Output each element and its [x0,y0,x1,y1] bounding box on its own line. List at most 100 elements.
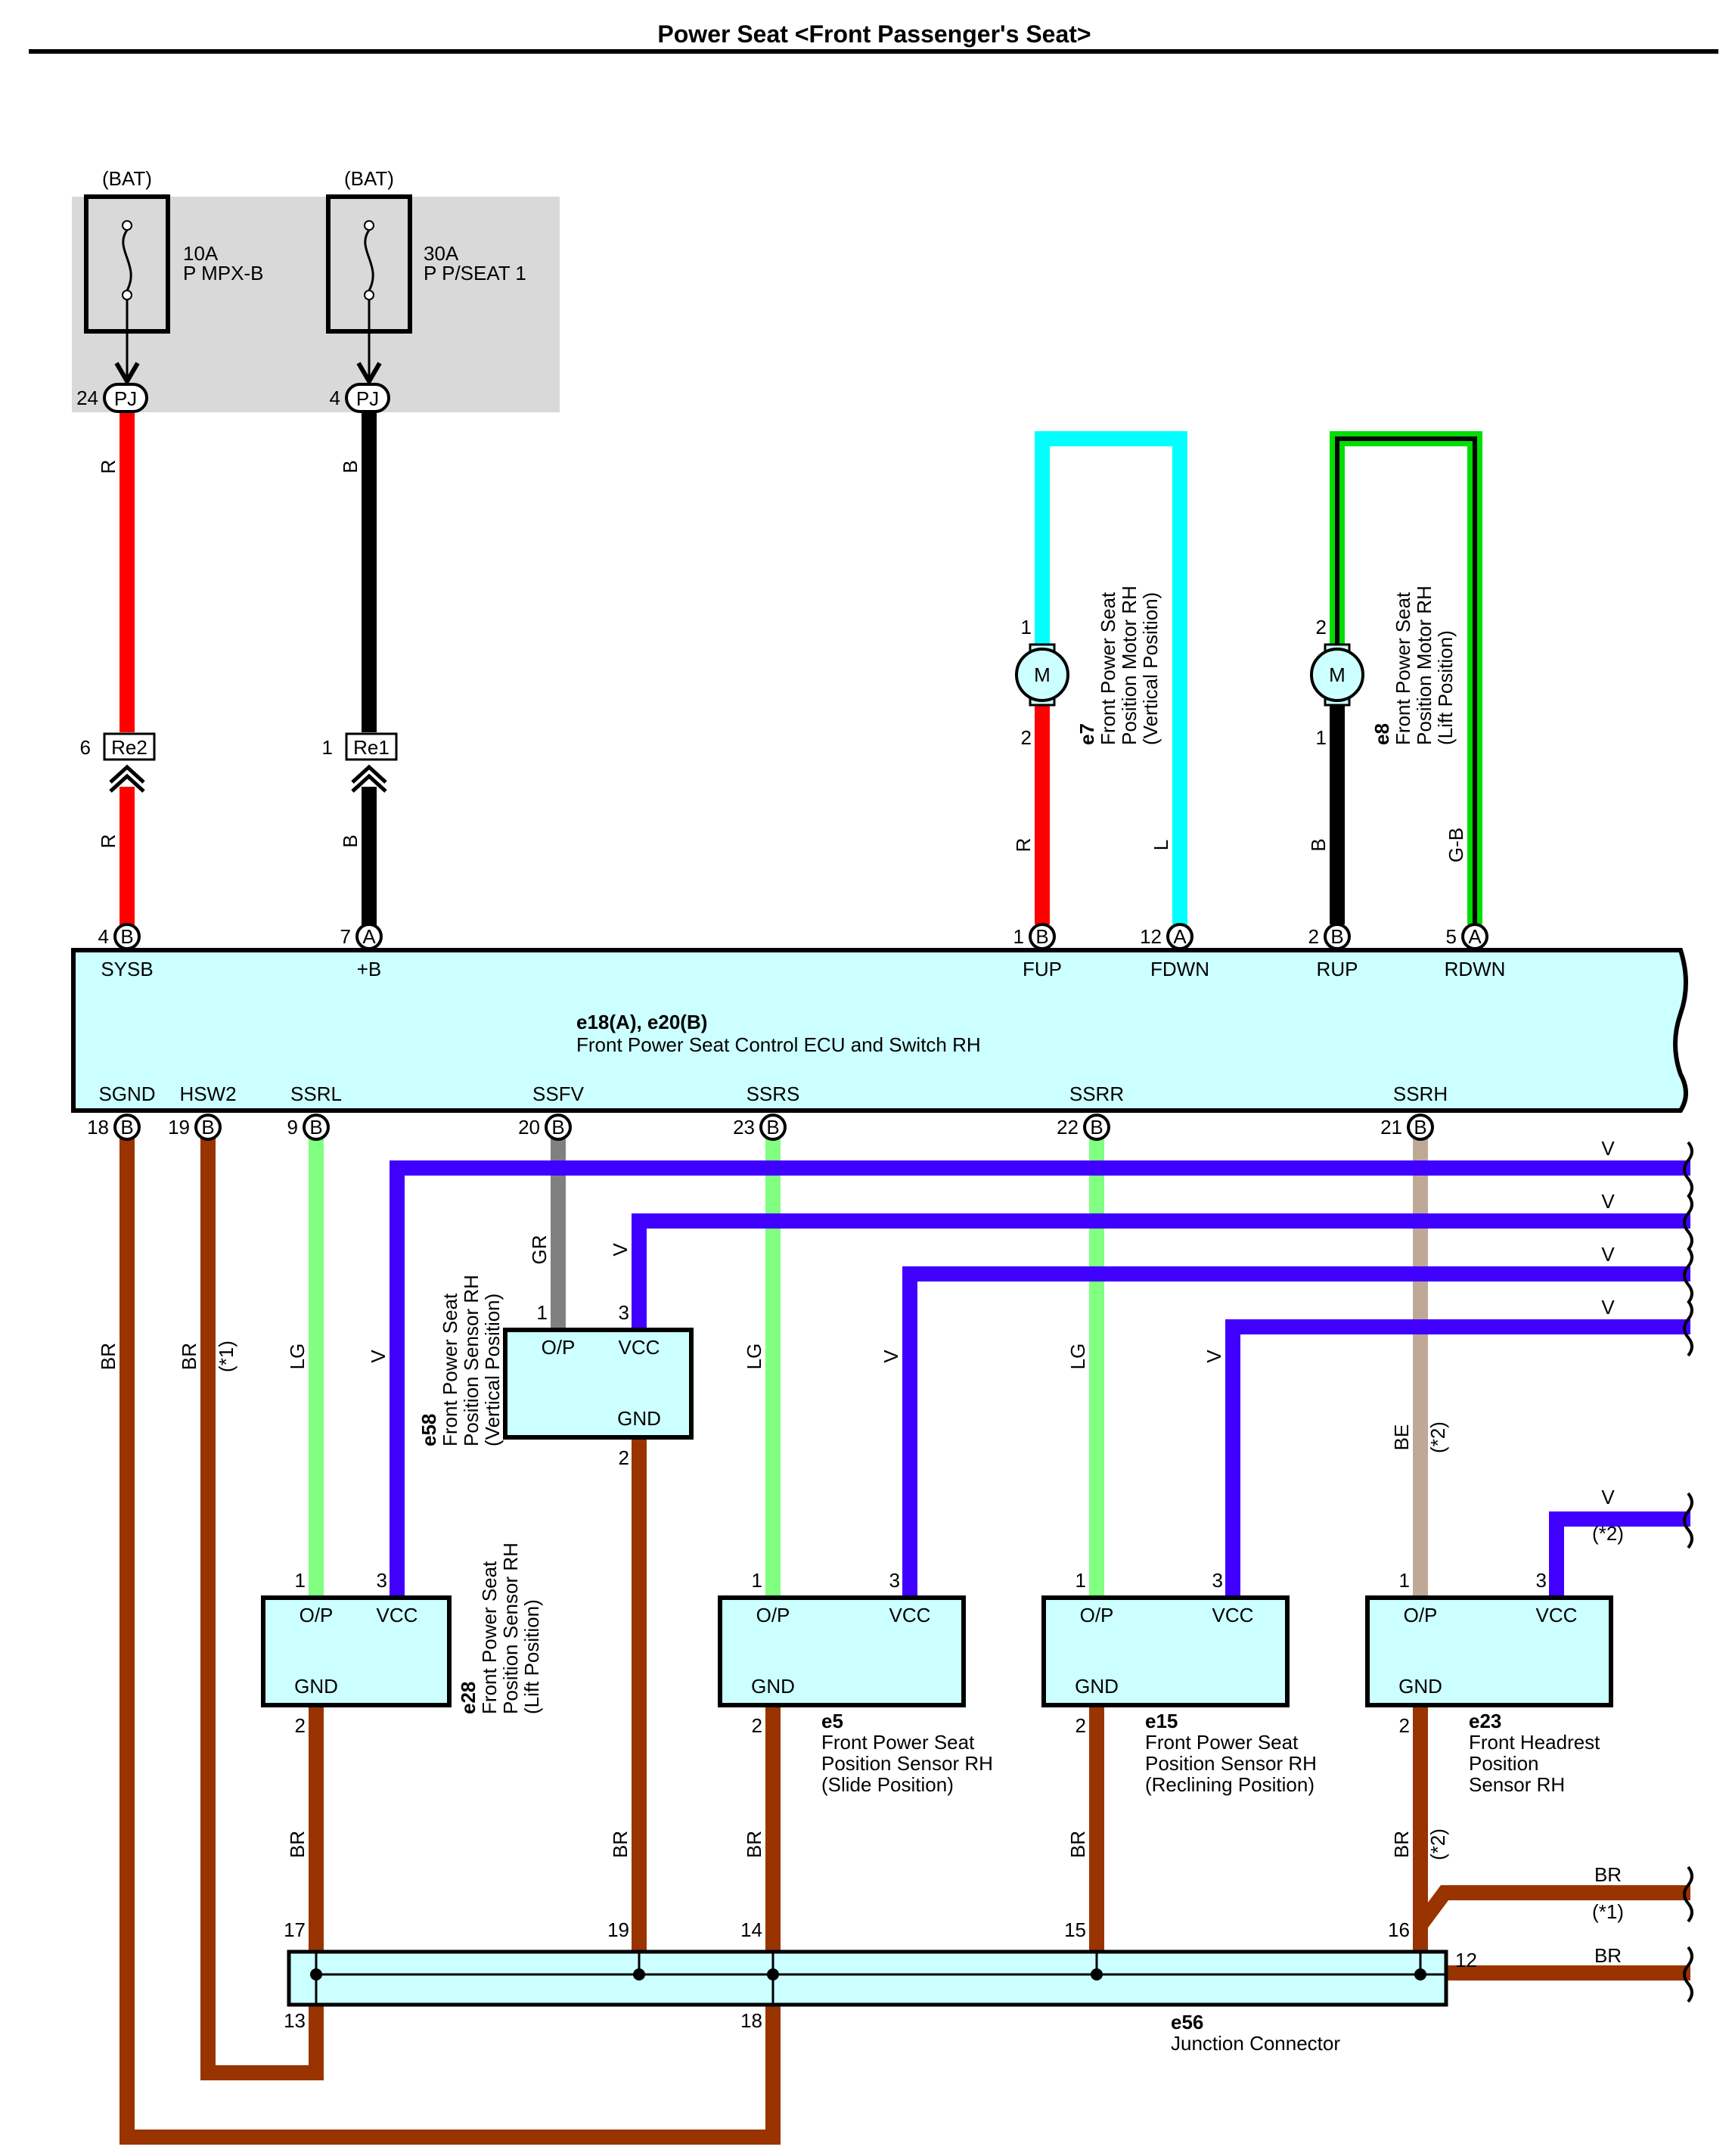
wire-label-br: BR [1390,1831,1413,1858]
sensor-e23-pin-gnd: 2 [1399,1714,1410,1737]
pin-number: 21 [1380,1116,1402,1139]
fuse-1-element [122,229,132,291]
motor-e7-name-2: Position Motor RH [1118,586,1141,745]
sensor-e58-name-3: (Vertical Position) [481,1294,504,1446]
pin-conn: B [120,925,133,948]
sensor-e58-id: e58 [417,1414,440,1446]
wire-label-star1: (*1) [215,1341,237,1372]
sensor-e5-name-1: Front Power Seat [821,1731,975,1754]
pin-number: 12 [1140,925,1162,948]
ecu-box [71,948,1688,1113]
fuse-1-pin: 24 [76,387,98,409]
motor-e7-pin-top: 1 [1021,616,1032,638]
junction-e56-pin: 13 [284,2009,306,2032]
pin-conn: B [551,1116,564,1139]
sensor-e15-name-1: Front Power Seat [1145,1731,1299,1754]
sensor-e23-pin-op: 1 [1399,1569,1410,1592]
wire-label-star2-right: (*2) [1592,1522,1624,1545]
ecu-label-ssrs: SSRS [746,1083,800,1105]
junction-re1-pin: 1 [322,736,333,759]
junction-e56-pin: 14 [740,1918,762,1941]
junction-e56-pin: 17 [284,1918,306,1941]
wire-label-v: V [609,1243,632,1257]
sensor-e28-gnd: GND [294,1675,338,1698]
pin-circle [194,1114,222,1141]
wire-label-v-right: V [1601,1190,1615,1213]
pin-circle [1166,923,1193,950]
fuse-2-terminal-top [364,220,374,231]
pin-number: 1 [1013,925,1024,948]
sensor-e5-id: e5 [821,1710,843,1732]
sensor-e15-op: O/P [1080,1604,1114,1626]
motor-e8-name-2: Position Motor RH [1413,586,1436,745]
ecu-e18-e20: e18(A), e20(B) Front Power Seat Control … [71,948,1688,1113]
ecu-label-hsw2: HSW2 [179,1083,236,1105]
sensor-e23-name-3: Sensor RH [1469,1773,1565,1796]
pin-number: 23 [733,1116,755,1139]
sensor-e23-vcc: VCC [1536,1604,1578,1626]
sensor-e23-pin-vcc: 3 [1536,1569,1547,1592]
sensor-e23-name-2: Position [1469,1752,1539,1775]
junction-re2-pin: 6 [80,736,91,759]
junction-re2-label: Re2 [111,736,147,759]
motor-e7-body [1015,648,1069,702]
ecu-label-fup: FUP [1023,958,1062,980]
sensor-e5-gnd: GND [751,1675,795,1698]
sensor-e28-pin-op: 1 [295,1569,306,1592]
sensor-e23-box [1365,1595,1613,1707]
ecu-label-ssrh: SSRH [1393,1083,1448,1105]
wire-v-5 [1549,1511,1690,1598]
motor-e8: M 2 1 e8 Front Power Seat Position Motor… [1310,586,1457,749]
ecu-bottom-pins: B 18 B 19 B 9 B 20 B 23 B 22 B 21 [87,1114,1434,1141]
ecu-label-ssrr: SSRR [1069,1083,1124,1105]
junction-dot [1091,1968,1103,1980]
motor-e8-pin-top: 2 [1316,616,1327,638]
wire-break-marks [1683,1141,1693,2003]
pin-number: 20 [518,1116,540,1139]
pin-conn: A [362,925,376,948]
motor-e7-symbol: M [1034,663,1051,686]
pin-circle [303,1114,330,1141]
ecu-label-rdwn: RDWN [1445,958,1506,980]
fuse-1-name: P MPX-B [183,262,263,284]
fuse-2-arrow-icon [356,362,382,386]
sensor-e28-pin-vcc: 3 [377,1569,387,1592]
wire-label-r-1: R [97,460,120,474]
sensor-e5-vcc: VCC [889,1604,931,1626]
motor-e7-name-1: Front Power Seat [1097,592,1119,745]
fuse-1-terminal-top [122,220,132,231]
pin-conn: B [766,1116,779,1139]
sensor-e58-gnd: GND [617,1407,661,1430]
ecu-id: e18(A), e20(B) [576,1011,707,1033]
junction-e56-pin: 12 [1455,1949,1477,1971]
sensor-e15-pin-gnd: 2 [1076,1714,1086,1737]
pin-number: 18 [87,1116,109,1139]
wire-label-star1-right: (*1) [1592,1900,1624,1923]
wire-label-be: BE [1390,1424,1413,1451]
ecu-label-sysb: SYSB [101,958,153,980]
junction-e56-pin: 15 [1064,1918,1086,1941]
ecu-label-fdwn: FDWN [1150,958,1209,980]
wire-label-v-right: V [1601,1243,1615,1266]
motor-e7-pin-bottom: 2 [1021,726,1032,749]
pin-number: 7 [340,925,351,948]
pin-circle [113,923,141,950]
ecu-label-rup: RUP [1317,958,1358,980]
sensor-e5-name-3: (Slide Position) [821,1773,954,1796]
motor-e7: M 1 2 e7 Front Power Seat Position Motor… [1015,586,1162,749]
pin-circle [113,1114,141,1141]
sensor-e28-id: e28 [457,1682,480,1714]
pin-conn: B [1035,925,1048,948]
pin-number: 2 [1308,925,1319,948]
fuse-1-source: (BAT) [102,167,152,190]
pin-circle [1083,1114,1110,1141]
wire-label-v: V [1203,1350,1225,1363]
wire-label-v-right: V [1601,1486,1615,1508]
junction-e56-pin: 19 [607,1918,629,1941]
wire-label-br: BR [743,1831,765,1858]
wire-label-b-3: B [1307,838,1330,851]
sensor-e28-name-3: (Lift Position) [520,1599,543,1714]
wire-label-br: BR [286,1831,309,1858]
pin-circle [1029,923,1056,950]
sensor-e5-op: O/P [756,1604,790,1626]
